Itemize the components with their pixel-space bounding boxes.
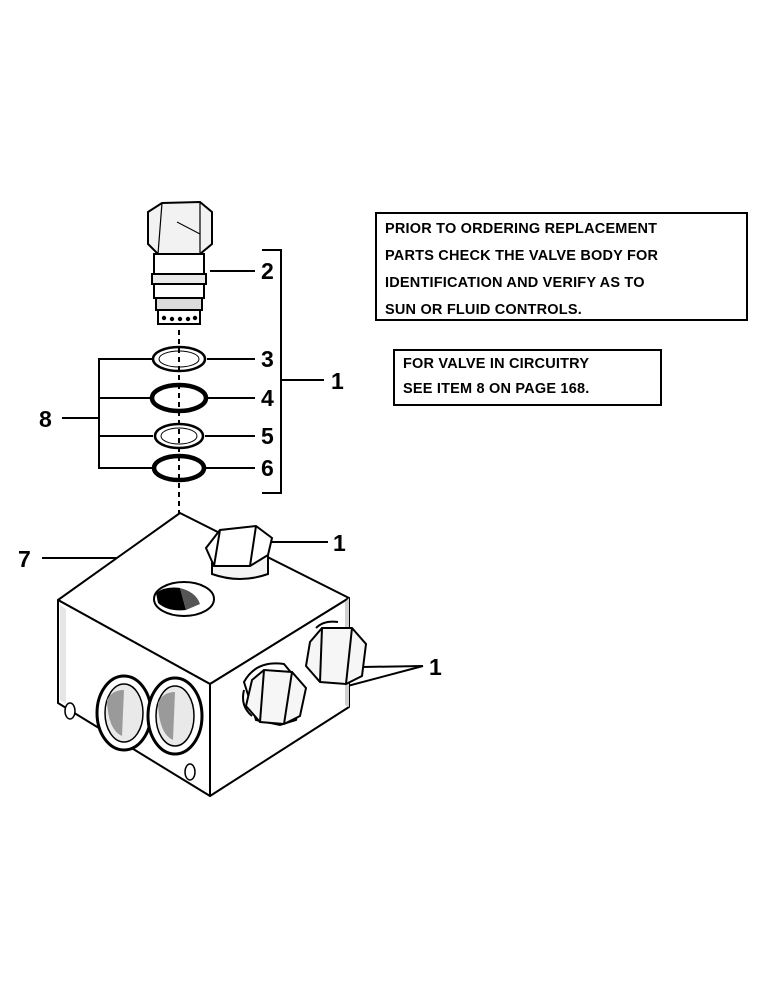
callout-4: 4: [261, 385, 274, 411]
o-ring-4: [149, 382, 209, 414]
leader-lines: [42, 249, 424, 698]
side-port-left: [95, 674, 153, 752]
note-line: SUN OR FLUID CONTROLS.: [385, 302, 582, 318]
top-port: [153, 581, 215, 617]
callout-2: 2: [261, 258, 274, 284]
relief-valve-cartridge: [147, 200, 213, 325]
callout-1-side-plugs: 1: [429, 654, 442, 680]
valve-body-block: [57, 512, 350, 797]
callout-6: 6: [261, 455, 274, 481]
callout-1-top-plug: 1: [333, 530, 346, 556]
note-line: IDENTIFICATION AND VERIFY AS TO: [385, 275, 645, 291]
seal-ring-3: [151, 345, 207, 373]
note-line: SEE ITEM 8 ON PAGE 168.: [403, 381, 590, 397]
top-port-plug: [204, 524, 274, 580]
note-line: PRIOR TO ORDERING REPLACEMENT: [385, 221, 658, 237]
mounting-holes: [64, 702, 196, 781]
side-port-plug-lower: [242, 662, 308, 727]
circuitry-reference-note: FOR VALVE IN CIRCUITRY SEE ITEM 8 ON PAG…: [393, 349, 662, 406]
replacement-parts-note: PRIOR TO ORDERING REPLACEMENT PARTS CHEC…: [375, 212, 748, 321]
callout-1-bracket: 1: [331, 368, 344, 394]
side-port-right: [146, 676, 204, 756]
callout-8: 8: [39, 406, 52, 432]
o-ring-6: [151, 453, 207, 483]
callout-3: 3: [261, 346, 274, 372]
side-port-plug-upper: [304, 620, 368, 686]
seal-ring-5: [153, 422, 205, 450]
callout-7: 7: [18, 546, 31, 572]
callout-5: 5: [261, 423, 274, 449]
note-line: PARTS CHECK THE VALVE BODY FOR: [385, 248, 659, 264]
note-line: FOR VALVE IN CIRCUITRY: [403, 356, 590, 372]
